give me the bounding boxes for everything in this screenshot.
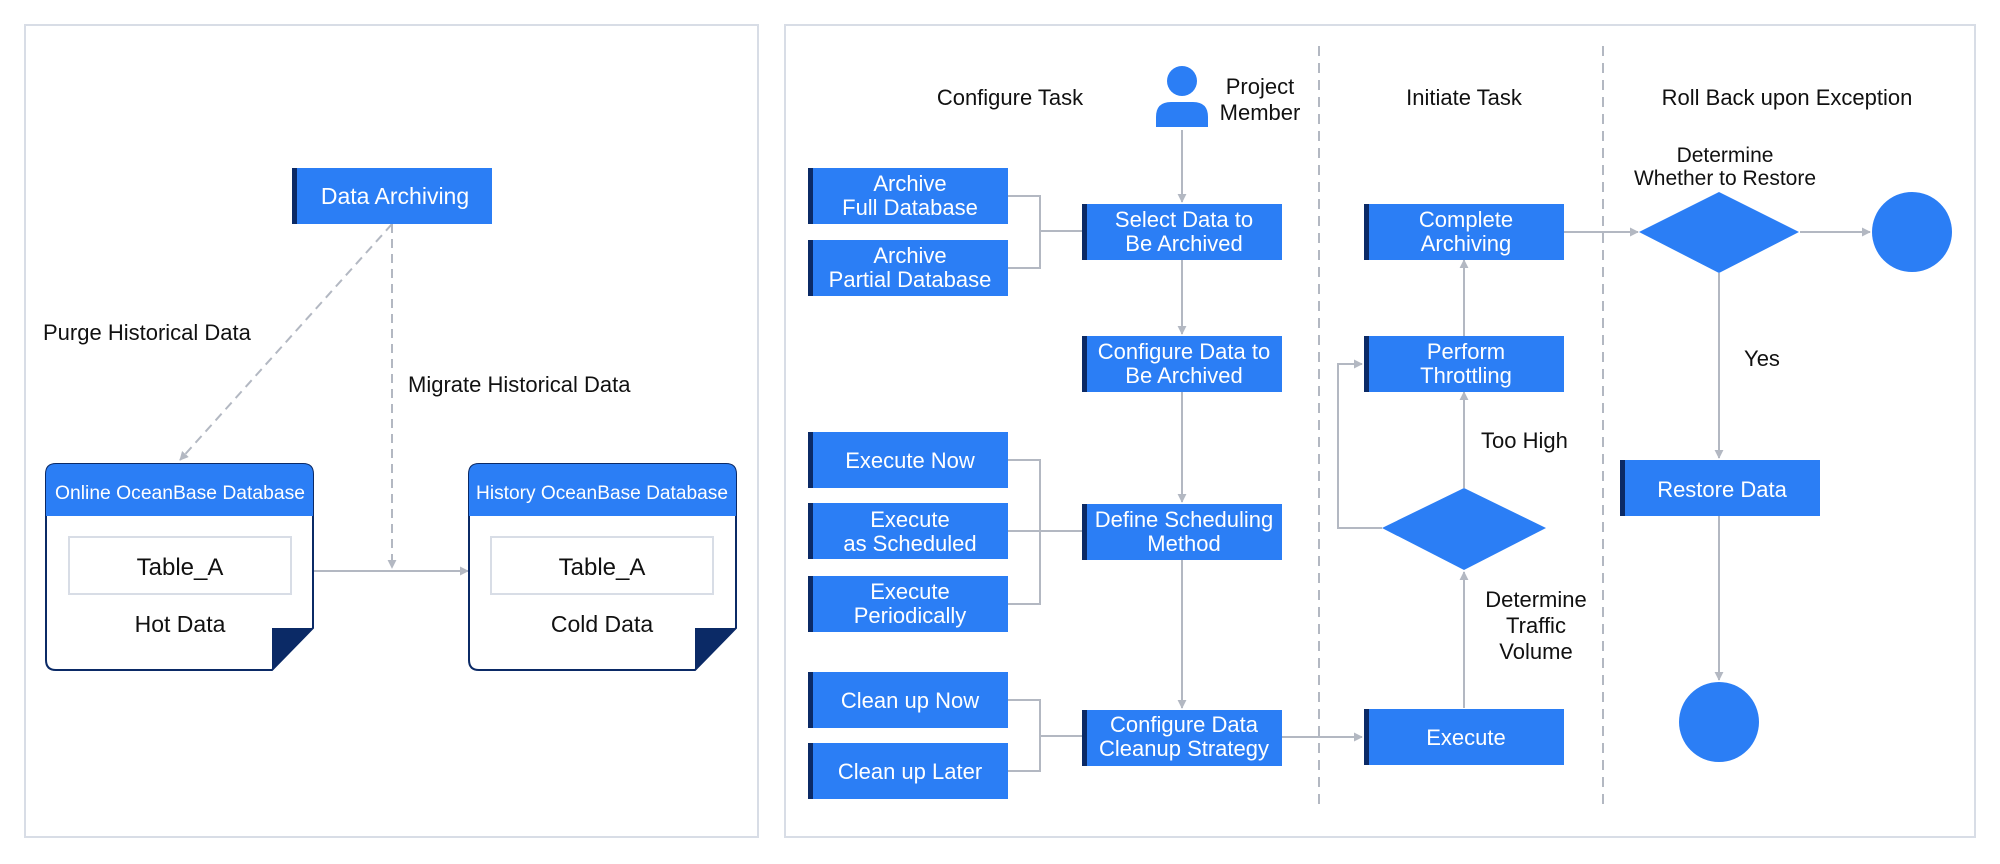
migrate-label: Migrate Historical Data (408, 372, 631, 397)
step-configure-cleanup: Configure Data Cleanup Strategy (1082, 710, 1282, 766)
option-clean-later: Clean up Later (808, 743, 1008, 799)
step-perform-throttling: Perform Throttling (1364, 336, 1564, 392)
svg-text:Archiving: Archiving (1421, 231, 1511, 256)
svg-text:Clean up Now: Clean up Now (841, 688, 979, 713)
svg-text:Throttling: Throttling (1420, 363, 1512, 388)
online-db-header: Online OceanBase Database (55, 483, 305, 504)
step-restore-data: Restore Data (1620, 460, 1820, 516)
yes-label: Yes (1744, 346, 1780, 371)
traffic-volume-diamond (1382, 488, 1546, 570)
section-header-configure: Configure Task (937, 85, 1084, 110)
svg-text:as Scheduled: as Scheduled (843, 531, 976, 556)
step-configure-data: Configure Data to Be Archived (1082, 336, 1282, 392)
svg-text:Full Database: Full Database (842, 195, 978, 220)
final-node-circle (1679, 682, 1759, 762)
page-fold-icon (272, 628, 313, 670)
svg-text:Select Data to: Select Data to (1115, 207, 1253, 232)
too-high-label: Too High (1481, 428, 1568, 453)
step-complete-archiving: Complete Archiving (1364, 204, 1564, 260)
cold-data-label: Cold Data (551, 611, 653, 637)
page-fold-icon (695, 628, 736, 670)
svg-text:Restore Data: Restore Data (1657, 477, 1787, 502)
data-archiving-box: Data Archiving (292, 168, 492, 224)
svg-text:Execute: Execute (870, 507, 950, 532)
determine-traffic-line1: Determine (1485, 587, 1586, 612)
determine-restore-line2: Whether to Restore (1634, 167, 1816, 190)
step-execute: Execute (1364, 709, 1564, 765)
option-archive-partial: Archive Partial Database (808, 240, 1008, 296)
determine-restore-line1: Determine (1677, 144, 1774, 167)
actor-label-line1: Project (1226, 74, 1294, 99)
online-table-box (68, 536, 292, 595)
step-select-data: Select Data to Be Archived (1082, 204, 1282, 260)
svg-text:Cleanup Strategy: Cleanup Strategy (1099, 736, 1269, 761)
section-header-rollback: Roll Back upon Exception (1662, 85, 1913, 110)
data-archiving-label: Data Archiving (321, 183, 469, 209)
svg-text:Execute: Execute (870, 579, 950, 604)
connector-lines (1008, 130, 1871, 772)
determine-traffic-line3: Volume (1499, 639, 1572, 664)
option-clean-now: Clean up Now (808, 672, 1008, 728)
option-execute-scheduled: Execute as Scheduled (808, 503, 1008, 559)
section-header-initiate: Initiate Task (1406, 85, 1523, 110)
svg-text:Configure Data: Configure Data (1110, 712, 1259, 737)
left-panel (24, 24, 759, 838)
svg-text:Periodically: Periodically (854, 603, 967, 628)
svg-text:Execute: Execute (1426, 725, 1506, 750)
option-execute-periodically: Execute Periodically (808, 576, 1008, 632)
history-table-label: Table_A (559, 554, 646, 581)
svg-text:Execute Now: Execute Now (845, 448, 975, 473)
svg-text:Perform: Perform (1427, 339, 1505, 364)
svg-text:Method: Method (1147, 531, 1220, 556)
history-db-header: History OceanBase Database (476, 483, 728, 504)
purge-arrow (179, 223, 393, 461)
step-define-scheduling: Define Scheduling Method (1082, 504, 1282, 560)
user-icon (1156, 66, 1208, 127)
end-node-circle (1872, 192, 1952, 272)
option-execute-now: Execute Now (808, 432, 1008, 488)
svg-text:Be Archived: Be Archived (1125, 363, 1242, 388)
hot-data-label: Hot Data (135, 611, 226, 637)
restore-decision-diamond (1639, 192, 1799, 273)
svg-text:Archive: Archive (873, 243, 946, 268)
svg-text:Archive: Archive (873, 171, 946, 196)
svg-text:Define Scheduling: Define Scheduling (1095, 507, 1274, 532)
svg-text:Clean up Later: Clean up Later (838, 759, 982, 784)
svg-text:Be Archived: Be Archived (1125, 231, 1242, 256)
history-database-card: History OceanBase Database Table_A Cold … (468, 463, 737, 671)
svg-text:Configure Data to: Configure Data to (1098, 339, 1270, 364)
actor-label-line2: Member (1220, 100, 1301, 125)
online-table-label: Table_A (137, 554, 224, 581)
svg-text:Complete: Complete (1419, 207, 1513, 232)
svg-text:Partial Database: Partial Database (829, 267, 992, 292)
determine-traffic-line2: Traffic (1506, 613, 1566, 638)
online-database-card: Online OceanBase Database Table_A Hot Da… (45, 463, 314, 671)
option-archive-full: Archive Full Database (808, 168, 1008, 224)
purge-label: Purge Historical Data (43, 320, 252, 345)
history-table-box (490, 536, 714, 595)
